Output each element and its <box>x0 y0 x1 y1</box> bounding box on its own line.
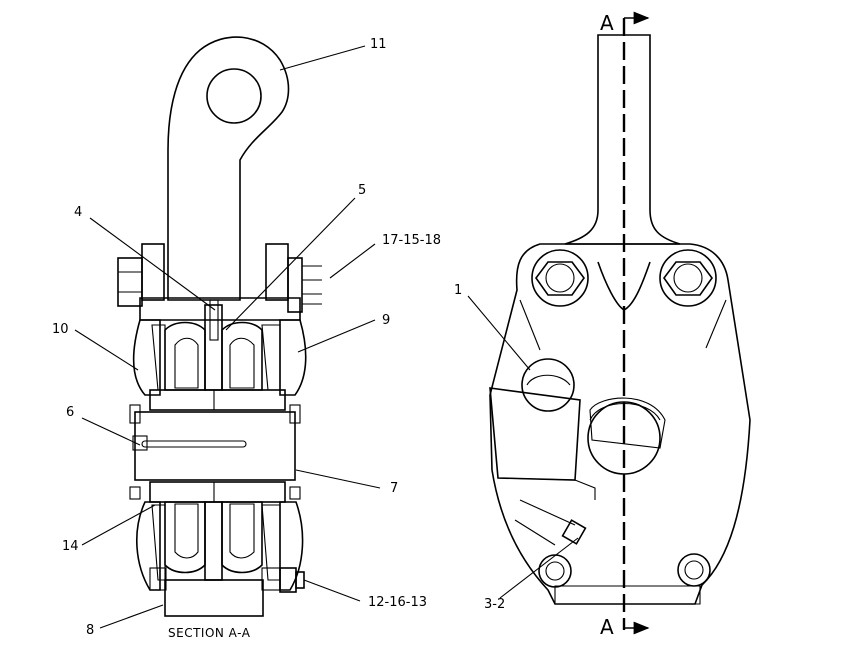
front-leaders <box>467 295 579 599</box>
callout-14: 14 <box>62 539 79 554</box>
front-view <box>489 11 751 635</box>
front-bottom-flange <box>554 585 701 605</box>
lower-race <box>149 481 286 503</box>
lower-housing-left <box>136 501 161 591</box>
cotter-pin <box>141 440 247 448</box>
callout-4: 4 <box>74 205 82 220</box>
callout-6: 6 <box>66 405 74 420</box>
callout-7: 7 <box>390 481 398 496</box>
wedge-plate <box>489 387 581 481</box>
upper-left-nut <box>535 261 585 296</box>
lower-housing-right <box>279 501 304 591</box>
callout-1: 1 <box>454 283 462 298</box>
bottom-block <box>164 579 264 617</box>
front-body <box>489 243 751 605</box>
callout-12-16-13: 12-16-13 <box>368 595 427 610</box>
pin-end-right <box>289 404 301 424</box>
top-flange <box>139 297 301 321</box>
callout-9: 9 <box>382 313 390 328</box>
arm-lug <box>167 36 290 301</box>
callout-11: 11 <box>370 37 387 52</box>
upper-right-nut <box>663 261 713 296</box>
section-marker-bottom: A <box>600 615 614 639</box>
bolt-head-right <box>287 257 303 313</box>
upper-housing-left <box>132 319 161 396</box>
nut-right <box>265 243 289 301</box>
bolt-lower-right <box>279 567 297 593</box>
front-arm <box>564 34 681 245</box>
section-view <box>117 36 322 617</box>
upper-bearing <box>151 299 281 391</box>
callout-5: 5 <box>358 183 366 198</box>
pin-end-left <box>129 404 141 424</box>
center-pin <box>134 411 296 481</box>
pin-hole <box>132 435 148 451</box>
bottom-left-bolt <box>538 554 572 588</box>
callout-17-15-18: 17-15-18 <box>382 233 441 248</box>
pin-boss <box>589 397 666 449</box>
section-leaders <box>74 45 381 629</box>
callout-8: 8 <box>86 623 94 638</box>
callout-10: 10 <box>52 322 69 337</box>
upper-housing-right <box>279 319 307 396</box>
section-marker-top: A <box>600 11 614 35</box>
upper-race <box>149 389 286 411</box>
callout-3-2: 3-2 <box>484 597 505 612</box>
bolt-head-left <box>117 257 143 307</box>
lug-bore <box>206 68 262 124</box>
small-bolt <box>561 519 587 545</box>
nut-left <box>141 243 165 301</box>
round-washer <box>521 358 575 412</box>
section-caption: SECTION A-A <box>168 626 251 640</box>
upper-right-boss <box>659 249 717 307</box>
upper-left-boss <box>531 249 589 307</box>
bottom-right-bolt <box>677 553 711 587</box>
lower-bearing <box>151 501 281 581</box>
